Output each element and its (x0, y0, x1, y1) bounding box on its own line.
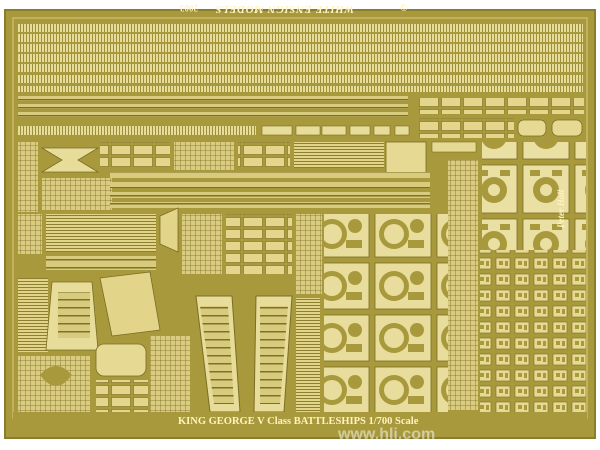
left-mid-parts (18, 207, 322, 294)
year-label: 2003 (180, 3, 198, 13)
small-part-rows (418, 98, 584, 138)
ladder-strips (18, 96, 410, 136)
watermark: www.hlj.com (338, 426, 436, 443)
railing-strips (18, 24, 583, 92)
left-small-parts (18, 141, 477, 212)
artist-label: Peter Hall (556, 189, 566, 228)
bottom-right-part-grid (480, 250, 586, 412)
deck-railings (110, 172, 430, 208)
copyright-icon: © (400, 3, 408, 14)
platform-panels (482, 142, 586, 250)
fret-title: KING GEORGE V Class BATTLESHIPS 1/700 Sc… (178, 416, 419, 427)
disc-panels (324, 214, 448, 416)
crane-jib-parts (195, 295, 320, 413)
maker-label: WHITE ENSIGN MODELS (215, 3, 355, 15)
left-lower-parts (18, 271, 190, 412)
small-grid-column (448, 160, 478, 410)
title-strip (13, 412, 587, 428)
